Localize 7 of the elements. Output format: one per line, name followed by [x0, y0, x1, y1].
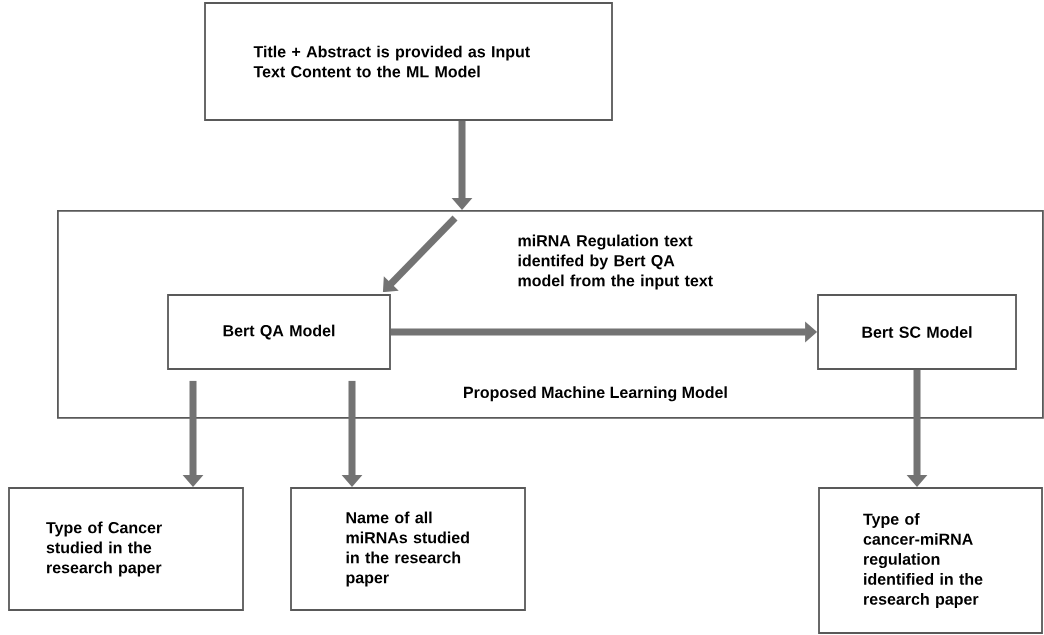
process-box: Type of cancer-miRNA regulation identified in the research paper	[818, 487, 1043, 634]
edge-label: miRNA Regulation text identifed by Bert QA model from the input text	[516, 233, 724, 291]
process-box: Bert QA Model	[167, 294, 391, 370]
process-box: Type of Cancer studied in the research paper	[8, 487, 244, 611]
process-box: Title + Abstract is provided as Input Text Content to the ML Model	[204, 2, 613, 121]
process-box: Name of all miRNAs studied in the research paper	[290, 487, 526, 611]
process-box: Bert SC Model	[817, 294, 1017, 370]
